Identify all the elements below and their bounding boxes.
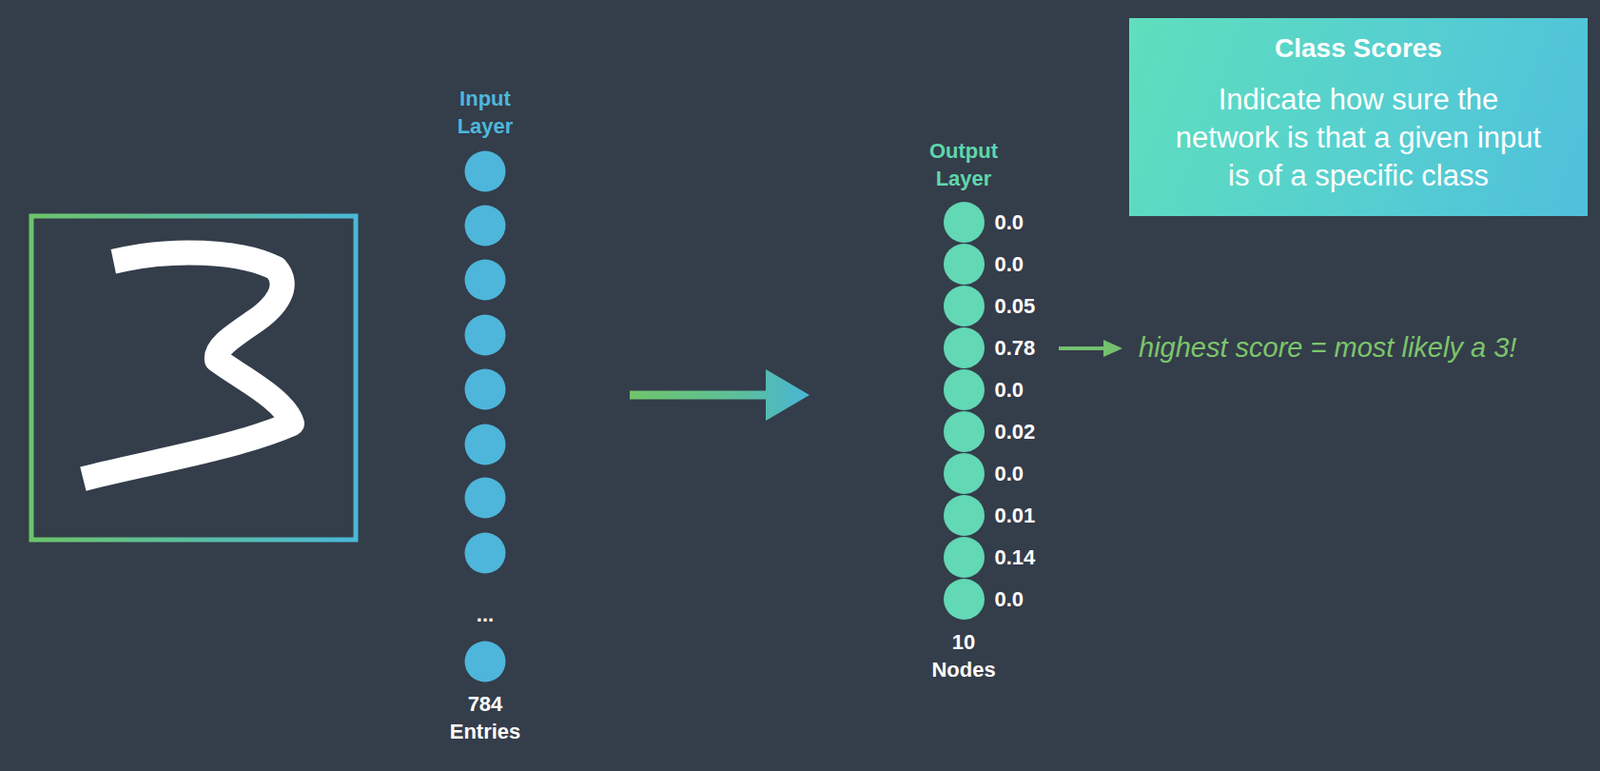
node-circle (943, 410, 985, 452)
node-circle-fill (943, 410, 985, 452)
node-circle-fill (943, 243, 985, 285)
callout-title: Class Scores (1274, 31, 1443, 66)
output-node: 0.0 (943, 243, 985, 285)
input-node (465, 641, 507, 683)
callout-box: Class ScoresIndicate how sure the networ… (1129, 18, 1588, 216)
output-node: 0.0 (943, 201, 985, 243)
layer-size: 784 Entries (449, 690, 522, 745)
input-node (465, 259, 507, 301)
ellipsis: ... (476, 601, 494, 629)
node-circle (943, 201, 985, 243)
input-node (465, 151, 507, 193)
image-frame (31, 215, 356, 540)
node-circle-fill (943, 536, 985, 578)
output-node: 0.02 (943, 410, 985, 452)
node-circle-fill (943, 578, 985, 620)
node-circle (943, 536, 985, 578)
node-circle (943, 578, 985, 620)
node-circle-fill (943, 494, 985, 536)
flow-arrow (629, 390, 769, 400)
output-node: 0.78 (943, 327, 985, 369)
layer-title: Output Layer (929, 137, 998, 193)
class-score: 0.0 (995, 578, 1025, 620)
layer-size: 10 Nodes (931, 628, 996, 683)
node-circle (943, 452, 985, 494)
node-circle (943, 494, 985, 536)
class-score: 0.0 (995, 243, 1025, 285)
class-score: 0.02 (995, 410, 1036, 452)
output-node: 0.01 (943, 494, 985, 536)
node-circle (943, 285, 985, 327)
class-score: 0.0 (995, 452, 1025, 494)
handwritten-digit (95, 252, 293, 476)
input-node (465, 369, 507, 410)
output-node: 0.0 (943, 369, 985, 410)
input-node (465, 205, 507, 247)
callout-body: Indicate how sure the network is that a … (1169, 80, 1548, 196)
input-layer-nodes (465, 151, 507, 683)
class-score: 0.01 (995, 494, 1036, 536)
pointer-arrow (1058, 346, 1108, 351)
node-circle (943, 243, 985, 285)
node-circle (943, 327, 985, 369)
class-score: 0.05 (995, 285, 1036, 327)
node-circle-fill (943, 285, 985, 327)
node-circle-fill (943, 201, 985, 243)
input-node (465, 424, 507, 466)
output-node: 0.05 (943, 285, 985, 327)
layer-title: Input Layer (457, 85, 514, 140)
node-circle-fill (943, 327, 985, 369)
pointer-arrowhead (1103, 339, 1123, 357)
flow-arrowhead (765, 369, 810, 421)
node-circle-fill (943, 369, 985, 410)
class-score: 0.0 (995, 201, 1025, 243)
class-score: 0.78 (995, 327, 1036, 369)
class-score: 0.0 (995, 369, 1025, 410)
input-node (465, 477, 507, 519)
input-node (465, 532, 507, 574)
output-node: 0.0 (943, 578, 985, 620)
class-score: 0.14 (995, 536, 1036, 578)
input-node (465, 314, 507, 356)
node-circle (943, 369, 985, 410)
node-circle-fill (943, 452, 985, 494)
output-node: 0.0 (943, 452, 985, 494)
annotation: highest score = most likely a 3! (1138, 330, 1517, 367)
output-node: 0.14 (943, 536, 985, 578)
